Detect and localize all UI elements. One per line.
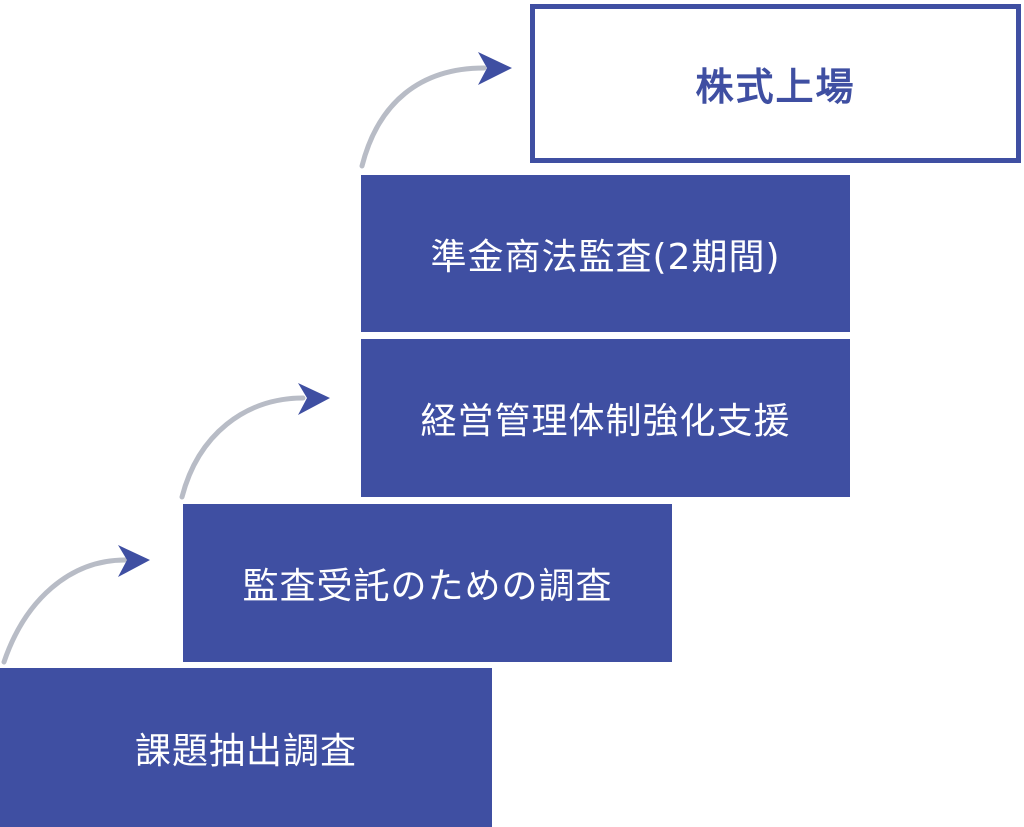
arrow-1-curve: [1, 557, 128, 665]
step-label: 経営管理体制強化支援: [420, 401, 791, 442]
step-label: 課題抽出調査: [134, 730, 357, 772]
arrow-2-curve: [179, 395, 306, 500]
arrow-1: [1, 545, 150, 665]
arrow-3-curve: [359, 65, 487, 169]
step-label: 監査受託のための調査: [242, 566, 613, 607]
step-management-system-support: 経営管理体制強化支援: [361, 339, 850, 497]
step-quasi-audit: 準金商法監査(2期間): [361, 175, 850, 332]
arrow-2-head: [298, 383, 330, 415]
step-audit-engagement-survey: 監査受託のための調査: [183, 504, 672, 662]
goal-label: 株式上場: [695, 65, 856, 109]
goal-ipo: 株式上場: [530, 4, 1021, 163]
arrow-1-head: [118, 545, 150, 577]
arrow-3: [359, 52, 512, 169]
arrow-3-head: [478, 52, 512, 85]
step-issue-extraction-survey: 課題抽出調査: [0, 668, 492, 827]
arrow-2: [179, 383, 330, 500]
step-label: 準金商法監査(2期間): [430, 236, 781, 278]
